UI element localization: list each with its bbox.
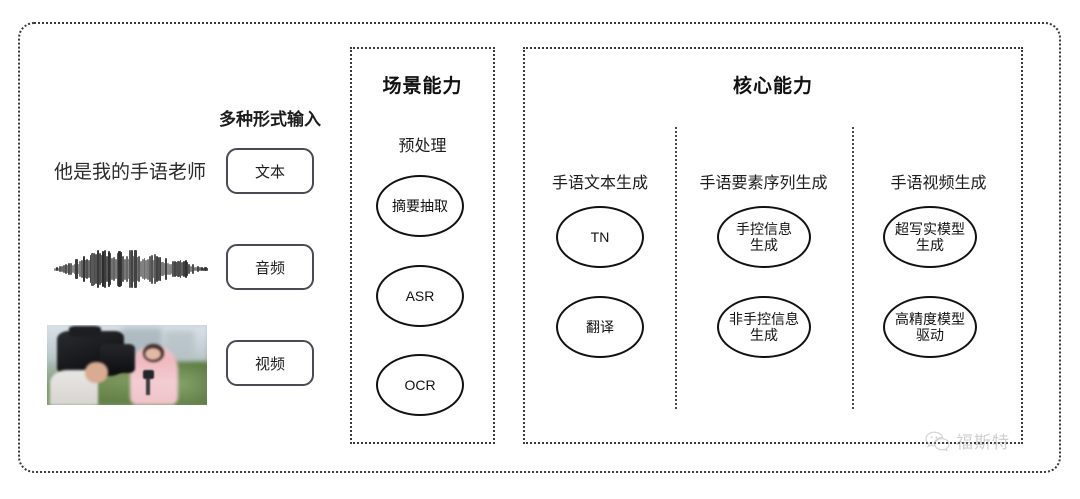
scene-node-summary[interactable]: 摘要抽取 — [376, 175, 464, 237]
sample-sentence-text: 他是我的手语老师 — [53, 162, 206, 183]
watermark-text: 福斯特 — [956, 433, 1010, 452]
audio-waveform-graphic — [45, 240, 217, 298]
core-capability-panel: 核心能力 手语文本生成 TN 翻译 手语要素序列生成 手控信息 生成 非手控信息… — [523, 47, 1023, 444]
core-column-divider-1 — [675, 127, 677, 409]
node-label: TN — [590, 228, 610, 245]
node-label-line2: 生成 — [750, 237, 778, 253]
core-node-nonmanual-info[interactable]: 非手控信息 生成 — [717, 296, 811, 358]
inputs-heading: 多种形式输入 — [219, 110, 321, 129]
node-label: 摘要抽取 — [392, 197, 448, 214]
watermark: 福斯特 — [925, 428, 1010, 453]
scene-panel-title: 场景能力 — [382, 76, 463, 97]
node-label-line1: 高精度模型 — [895, 310, 965, 327]
core-node-tn[interactable]: TN — [556, 206, 644, 268]
video-thumbnail-image — [47, 325, 207, 405]
input-pill-text[interactable]: 文本 — [226, 148, 314, 194]
wechat-icon — [925, 431, 951, 451]
core-node-hyperreal-model[interactable]: 超写实模型 生成 — [883, 206, 977, 268]
core-column-title-1: 手语文本生成 — [551, 175, 648, 192]
node-label: 翻译 — [586, 318, 614, 335]
scene-capability-panel: 场景能力 预处理 摘要抽取 ASR OCR — [350, 47, 495, 444]
input-pill-video[interactable]: 视频 — [226, 340, 314, 386]
core-node-translate[interactable]: 翻译 — [556, 296, 644, 358]
node-label: OCR — [404, 376, 436, 393]
core-node-manual-info[interactable]: 手控信息 生成 — [717, 206, 811, 268]
input-pill-audio[interactable]: 音频 — [226, 244, 314, 290]
scene-node-ocr[interactable]: OCR — [376, 354, 464, 416]
core-column-divider-2 — [852, 127, 854, 409]
core-panel-title: 核心能力 — [732, 76, 813, 97]
node-label-line1: 非手控信息 — [729, 310, 799, 327]
scene-group-title: 预处理 — [398, 138, 447, 155]
node-label-line2: 生成 — [750, 327, 778, 343]
node-label-line1: 超写实模型 — [895, 220, 965, 237]
node-label-line2: 驱动 — [916, 327, 944, 343]
scene-node-asr[interactable]: ASR — [376, 265, 464, 327]
node-label: ASR — [405, 287, 435, 304]
node-label-line2: 生成 — [916, 237, 944, 253]
core-column-title-3: 手语视频生成 — [890, 175, 987, 192]
outer-dotted-frame — [18, 22, 1061, 473]
core-node-highprecision-model[interactable]: 高精度模型 驱动 — [883, 296, 977, 358]
core-column-title-2: 手语要素序列生成 — [699, 175, 828, 192]
node-label-line1: 手控信息 — [736, 220, 792, 237]
